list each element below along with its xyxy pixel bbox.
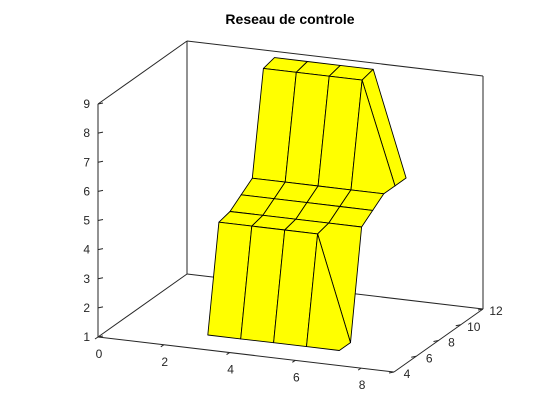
z-tick-label: 4 [83,243,90,257]
z-tick-mark [97,160,104,163]
z-tick-mark [97,189,104,192]
surface-patch [306,233,351,351]
z-tick-mark [97,219,104,221]
z-tick-label: 7 [83,155,90,169]
x-tick-mark [160,344,165,348]
y-tick-label: 8 [448,336,455,350]
z-tick-label: 1 [83,330,90,344]
x-tick-mark [226,352,230,355]
x-tick-label: 2 [161,355,168,369]
x-tick-mark [292,359,296,363]
z-tick-label: 3 [83,272,90,286]
y-tick-mark [388,371,395,374]
z-tick-label: 9 [83,97,90,111]
x-tick-mark [357,367,362,371]
z-tick-mark [97,277,104,280]
z-tick-label: 6 [83,184,90,198]
y-tick-mark [455,324,461,327]
box-edge-left-bottom [97,273,188,338]
x-tick-mark [94,336,99,340]
z-tick-mark [97,248,104,251]
x-tick-label: 0 [96,347,103,361]
x-tick-label: 8 [359,378,366,392]
y-tick-label: 12 [489,304,503,318]
y-tick-label: 6 [426,351,433,365]
y-tick-label: 4 [404,367,411,381]
y-tick-mark [433,340,439,342]
y-tick-mark [411,355,417,358]
chart-title: Reseau de controle [225,11,354,27]
y-tick-mark [477,308,484,311]
z-tick-label: 5 [83,214,90,228]
surface-patches [207,57,407,351]
x-axis-line [97,336,395,373]
y-tick-label: 10 [467,320,481,334]
x-tick-label: 6 [293,370,300,384]
z-tick-mark [97,335,104,338]
z-tick-label: 8 [83,126,90,140]
box-edge-back-top [186,40,484,77]
z-tick-mark [97,306,104,309]
axes-box-back [97,40,484,338]
z-tick-mark [97,102,104,105]
x-tick-label: 4 [227,363,234,377]
z-tick-label: 2 [83,301,90,315]
box-edge-left-top [97,40,188,105]
z-tick-mark [97,131,104,134]
